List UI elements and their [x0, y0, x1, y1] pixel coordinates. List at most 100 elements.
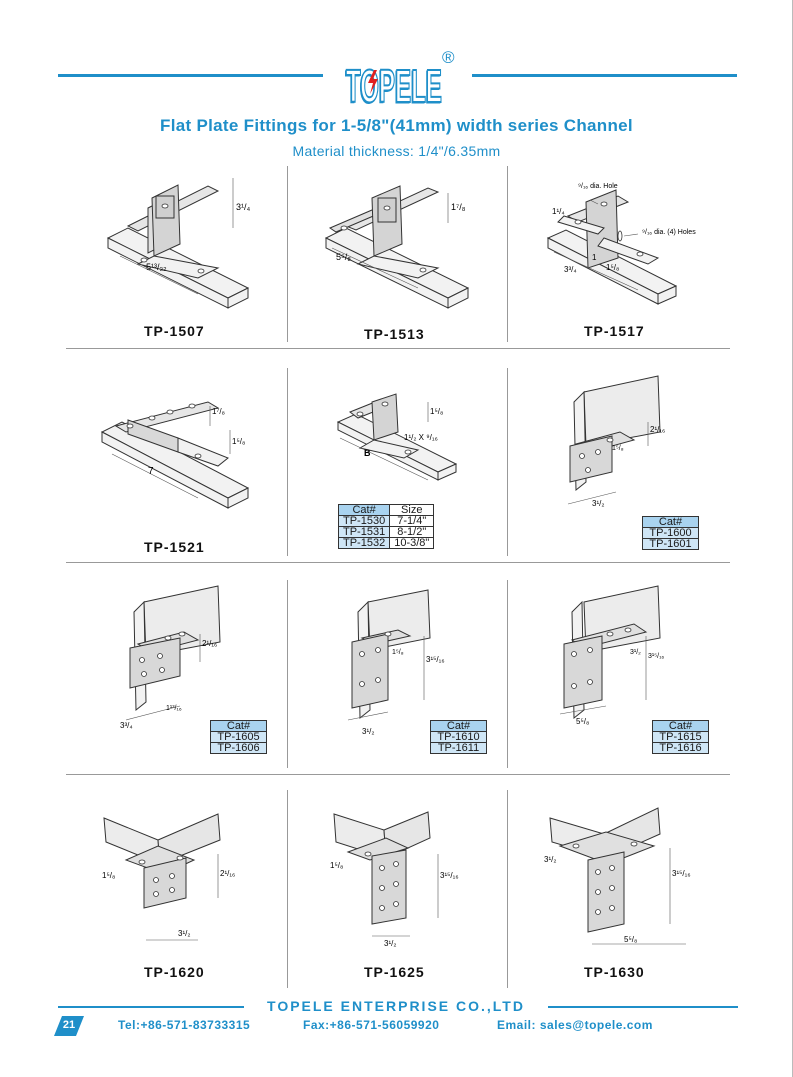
dim-label: 3¹/₂ [178, 929, 190, 938]
table-cell: TP-1601 [642, 538, 699, 550]
table-header: Cat# [210, 720, 267, 732]
dim-label: 2¹/₁₆ [220, 869, 235, 878]
grid-rule [66, 562, 730, 563]
grid-rule [507, 368, 508, 556]
svg-text:TOPELE: TOPELE [346, 60, 442, 111]
dim-label: 1⁵/₈ [606, 263, 619, 272]
dim-label: 5⁵/₈ [624, 935, 637, 944]
dim-label: 1⁵/₈ [612, 445, 624, 452]
fitting-tp-1517: ⁹/₁₆ dia. Hole 1¹/₄ ⁹/₁₆ dia. (4) Holes … [508, 168, 728, 358]
fitting-tp-1521: 1⁷/₈ 1⁵/₈ 7 TP-1521 [68, 372, 288, 562]
fitting-drawing: 2¹/₁₆ 1⁵/₈ 3¹/₂ [567, 375, 665, 508]
table-cell: 8-1/2" [389, 526, 435, 538]
dim-label: 1⁵/₈ [430, 407, 443, 416]
grid-rule [287, 790, 288, 988]
contact-fax: Fax:+86-571-56059920 [303, 1018, 440, 1032]
part-label: TP-1630 [584, 964, 645, 980]
header-rule-left [58, 74, 323, 77]
grid-rule [66, 774, 730, 775]
fitting-drawing: 1⁵/₈ 3¹⁵/₁₆ 3¹/₂ [330, 811, 459, 948]
fitting-tp-1605-series: 2¹/₁₆ 3³/₄ 1¹³/₁₆ Cat# TP-1605 TP-1606 [68, 582, 288, 772]
table-row: TP-1531 8-1/2" [337, 526, 435, 538]
dim-label: 3¹⁵/₁₆ [440, 871, 459, 880]
fitting-drawing: 3¹/₂ 3¹⁵/₁₆ 5⁵/₈ [559, 585, 664, 726]
table-cell: 10-3/8" [389, 537, 435, 549]
table-header: Cat# [430, 720, 487, 732]
fitting-tp-1507: 3¹/₄ 5¹³/₃₂ TP-1507 [68, 168, 288, 358]
brand-logo: TOPELE TOPELE ® [343, 45, 463, 114]
fitting-drawing: 2¹/₁₆ 3³/₄ 1¹³/₁₆ [120, 585, 221, 730]
fitting-tp-1630: 3¹/₂ 3¹⁵/₁₆ 5⁵/₈ TP-1630 [508, 794, 728, 984]
table-row: TP-1600 [642, 527, 699, 539]
contact-tel: Tel:+86-571-83733315 [118, 1018, 251, 1032]
table-cell: TP-1615 [652, 731, 709, 743]
fitting-tp-1625: 1⁵/₈ 3¹⁵/₁₆ 3¹/₂ TP-1625 [288, 794, 508, 984]
page-number: 21 [62, 1019, 76, 1031]
fitting-drawing: 1⁵/₈ 2¹/₁₆ 3¹/₂ [102, 813, 235, 941]
table-row: TP-1605 [210, 731, 267, 743]
fitting-drawing: 3¹/₂ 3¹⁵/₁₆ 5⁵/₈ [544, 807, 691, 945]
grid-rule [287, 368, 288, 556]
dim-label: 5¹³/₃₂ [146, 262, 167, 272]
svg-text:TOPELE: TOPELE [345, 61, 441, 111]
part-label: TP-1517 [584, 323, 645, 339]
dim-label: 1¹/₂ X ⁹/₁₆ [404, 433, 438, 442]
page-subtitle: Material thickness: 1/4"/6.35mm [292, 143, 501, 159]
cat-table: Cat# TP-1610 TP-1611 [430, 720, 487, 754]
table-header: Cat# [652, 720, 709, 732]
dim-label: 3¹/₂ [544, 855, 556, 864]
table-cell: TP-1600 [642, 527, 699, 539]
dim-label: 3¹/₄ [236, 202, 251, 212]
cat-table: Cat# TP-1615 TP-1616 [652, 720, 709, 754]
page-title: Flat Plate Fittings for 1-5/8"(41mm) wid… [160, 116, 633, 135]
table-cell: 7-1/4" [389, 515, 435, 527]
table-cell: TP-1606 [210, 742, 267, 754]
fitting-tp-1620: 1⁵/₈ 2¹/₁₆ 3¹/₂ TP-1620 [68, 794, 288, 984]
dim-label: 1¹/₄ [552, 207, 565, 216]
dim-label: 1¹³/₁₆ [166, 705, 182, 712]
table-row: TP-1616 [652, 742, 709, 754]
dim-label: B [364, 448, 371, 458]
fitting-tp-1615-series: 3¹/₂ 3¹⁵/₁₆ 5⁵/₈ Cat# TP-1615 TP-1616 [508, 582, 728, 772]
table-row: TP-1611 [430, 742, 487, 754]
dim-label: 3¹/₂ [630, 649, 641, 656]
table-row: TP-1610 [430, 731, 487, 743]
table-header: Cat# [642, 516, 699, 528]
part-label: TP-1620 [144, 964, 205, 980]
table-cell: TP-1611 [430, 742, 487, 754]
table-row: TP-1606 [210, 742, 267, 754]
grid-rule [287, 580, 288, 768]
dim-label: 5⁵/₈ [576, 717, 589, 726]
fitting-drawing: 3¹/₄ 5¹³/₃₂ [106, 178, 251, 309]
dim-label: 1⁷/₈ [212, 407, 225, 416]
part-label: TP-1625 [364, 964, 425, 980]
company-name: TOPELE ENTERPRISE CO.,LTD [267, 998, 525, 1014]
table-cell: TP-1531 [337, 526, 391, 538]
fitting-tp-1530-series: 1⁵/₈ 1¹/₂ X ⁹/₁₆ B Cat# Size TP-1530 7-1… [288, 372, 508, 562]
dim-label: 2¹/₁₆ [202, 639, 217, 648]
dim-label: 3¹⁵/₁₆ [426, 655, 445, 664]
table-header: Size [389, 504, 435, 516]
footer-rule-right [548, 1006, 738, 1008]
fitting-drawing: 1⁵/₈ 3¹⁵/₁₆ 3¹/₂ [347, 589, 445, 736]
part-label: TP-1513 [364, 326, 425, 342]
dim-label: 1⁵/₈ [102, 871, 115, 880]
part-label: TP-1521 [144, 539, 205, 555]
contact-email[interactable]: Email: sales@topele.com [497, 1018, 653, 1032]
page-number-badge: 21 [54, 1016, 84, 1036]
table-cell: TP-1616 [652, 742, 709, 754]
table-cell: TP-1605 [210, 731, 267, 743]
dim-label: 3¹/₂ [362, 727, 374, 736]
dim-label: 3¹/₂ [592, 499, 604, 508]
dim-label: ⁹/₁₆ dia. Hole [578, 183, 618, 190]
table-header: Cat# [337, 504, 391, 516]
dim-label: 1 [592, 253, 597, 262]
dim-label: 5⁵/₈ [336, 252, 351, 262]
table-row: TP-1532 10-3/8" [337, 537, 435, 549]
dim-label: 1⁵/₈ [330, 861, 343, 870]
grid-rule [507, 166, 508, 342]
dim-label: 1⁷/₈ [451, 202, 466, 212]
fitting-tp-1600-series: 2¹/₁₆ 1⁵/₈ 3¹/₂ Cat# TP-1600 TP-1601 [508, 372, 728, 562]
cat-table: Cat# TP-1605 TP-1606 [210, 720, 267, 754]
